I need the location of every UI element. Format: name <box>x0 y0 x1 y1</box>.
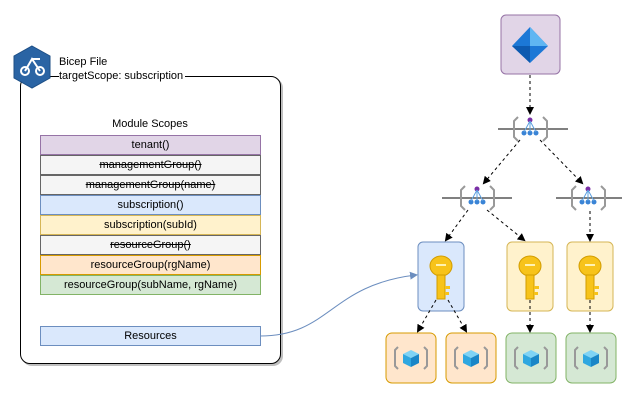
resources-box: Resources <box>40 326 261 346</box>
module-scopes-heading: Module Scopes <box>112 118 188 130</box>
scope-label: resourceGroup() <box>110 239 191 251</box>
subscription-key-icon <box>518 255 542 300</box>
hierarchy-connectors <box>416 75 594 333</box>
resource-cube-icon <box>394 346 428 370</box>
scope-label: subscription(subId) <box>104 219 197 231</box>
bicep-icon <box>13 45 51 89</box>
resource-cube-icon <box>514 346 548 370</box>
arrow-mg-to-mg-right <box>539 139 584 185</box>
scope-management-group: managementGroup() <box>40 155 261 175</box>
scope-label: managementGroup(name) <box>85 179 216 191</box>
resources-label: Resources <box>124 330 177 342</box>
management-group-icon <box>556 185 622 211</box>
scope-resource-group-rgname: resourceGroup(rgName) <box>40 255 261 275</box>
target-scope-text: targetScope: subscription <box>59 70 186 82</box>
subscription-key-icon <box>578 255 602 300</box>
subscription-key-icon <box>429 255 453 300</box>
resource-cube-icon <box>454 346 488 370</box>
scope-resource-group: resourceGroup() <box>40 235 261 255</box>
scope-label: subscription() <box>117 199 184 211</box>
scope-label: resourceGroup(rgName) <box>90 259 211 271</box>
scope-management-group-name: managementGroup(name) <box>40 175 261 195</box>
resource-cube-icon <box>574 346 608 370</box>
resources-connector <box>259 271 418 337</box>
scope-tenant: tenant() <box>40 135 261 155</box>
arrow-mg-to-sub-blue <box>444 209 469 242</box>
management-group-icon <box>498 116 568 142</box>
file-title: Bicep File <box>59 56 108 68</box>
scope-label: managementGroup() <box>99 159 202 171</box>
scope-label: resourceGroup(subName, rgName) <box>63 279 237 291</box>
arrow-mg-to-sub-yellow <box>486 209 526 242</box>
scope-subscription-subid: subscription(subId) <box>40 215 261 235</box>
arrow-mg-to-mg-left <box>482 139 521 185</box>
management-group-icon <box>442 185 512 211</box>
azure-active-directory-icon <box>512 27 548 63</box>
scope-subscription: subscription() <box>40 195 261 215</box>
scope-resource-group-subname-rgname: resourceGroup(subName, rgName) <box>40 275 261 295</box>
scope-label: tenant() <box>131 139 170 151</box>
